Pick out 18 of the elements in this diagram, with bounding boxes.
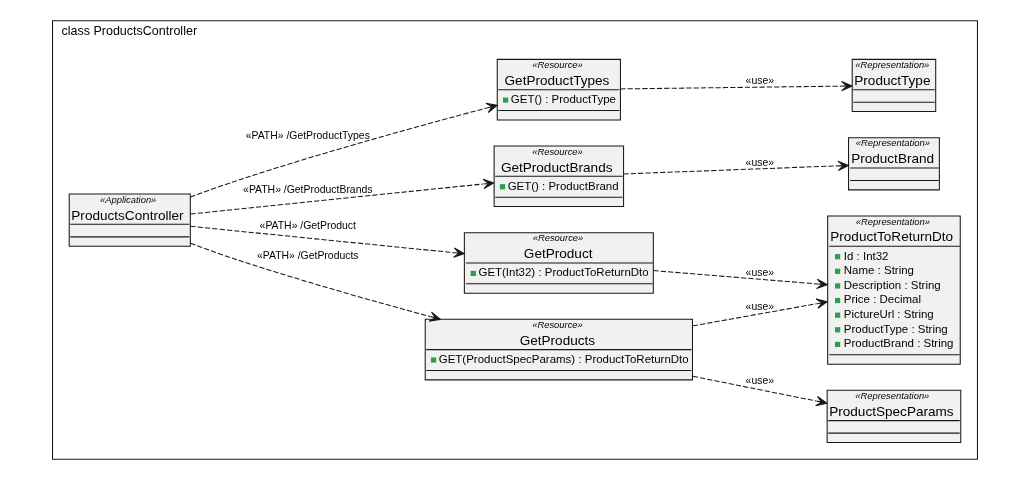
arrow xyxy=(622,160,849,175)
arrow xyxy=(189,242,441,322)
edge-label: «PATH» /GetProductTypes xyxy=(245,129,370,141)
arrow xyxy=(619,80,853,92)
edge-label: «PATH» /GetProduct xyxy=(259,219,356,231)
edge-label: «use» xyxy=(745,75,774,87)
arrow xyxy=(189,178,494,215)
edge-label: «use» xyxy=(745,300,774,312)
arrow xyxy=(189,225,465,258)
arrow xyxy=(691,375,827,407)
edge-label: «use» xyxy=(745,156,774,168)
arrow xyxy=(691,298,828,327)
edge-label: «PATH» /GetProductBrands xyxy=(242,184,372,196)
edge-label: «use» xyxy=(745,266,774,278)
edge-label: «use» xyxy=(745,375,774,387)
edge-label: «PATH» /GetProducts xyxy=(256,249,359,261)
arrow xyxy=(189,102,498,198)
arrow xyxy=(652,270,828,290)
